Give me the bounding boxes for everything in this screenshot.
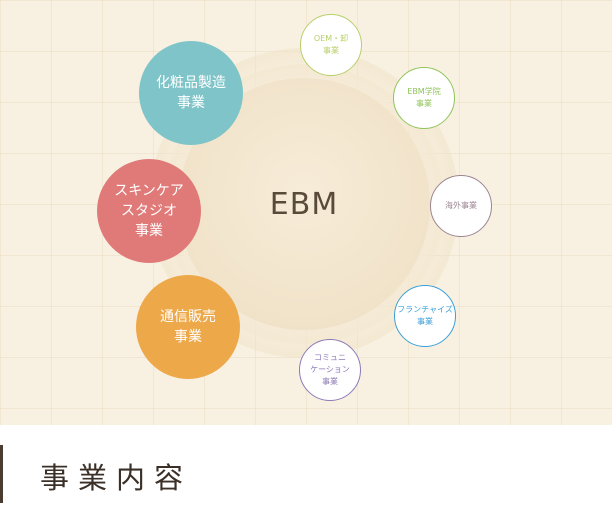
center-label: EBM <box>269 186 339 222</box>
business-mail-order: 通信販売 事業 <box>136 275 240 379</box>
business-ebm-academy: EBM学院 事業 <box>393 67 455 129</box>
business-communication: コミュニ ケーション 事業 <box>299 339 361 401</box>
business-diagram: EBM 化粧品製造 事業 スキンケア スタジオ 事業 通信販売 事業 OEM・卸… <box>0 0 612 425</box>
section-footer <box>0 425 612 506</box>
section-heading: 事業内容 <box>40 461 193 495</box>
business-franchise: フランチャイズ 事業 <box>394 285 456 347</box>
business-oem: OEM・卸 事業 <box>300 14 362 76</box>
heading-accent-bar <box>0 445 3 503</box>
business-overseas: 海外事業 <box>430 175 492 237</box>
business-cosmetics-manufacturing: 化粧品製造 事業 <box>139 41 243 145</box>
business-skincare-studio: スキンケア スタジオ 事業 <box>97 159 201 263</box>
